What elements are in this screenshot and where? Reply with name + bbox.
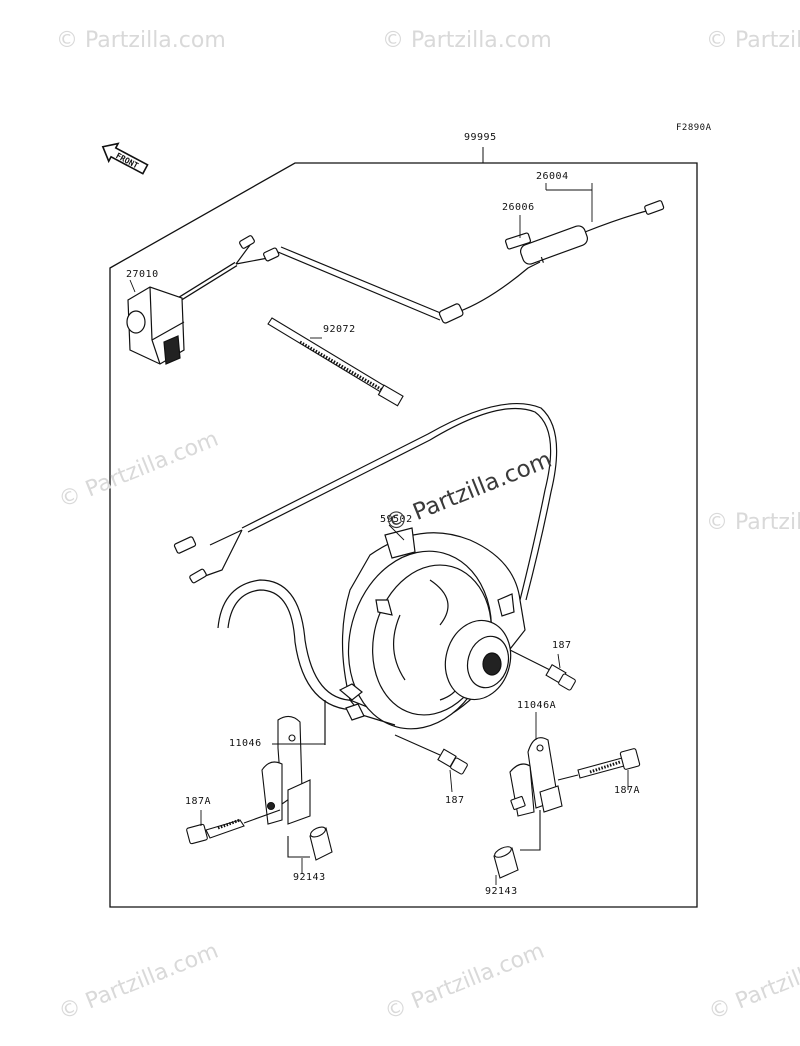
collar-left (287, 826, 333, 861)
part-label-switch: 27010 (126, 269, 159, 280)
part-label-band: 92072 (323, 324, 356, 335)
kit-boundary (109, 162, 698, 908)
watermark: © Partzilla.com (382, 28, 552, 53)
part-label-bolt-a-left: 187A (185, 796, 212, 807)
part-label-collar-left: 92143 (293, 872, 326, 883)
part-label-bracket-right: 11046A (517, 700, 557, 711)
part-label-collar-right: 92143 (485, 886, 518, 897)
part-label-kit: 99995 (464, 132, 497, 143)
bracket-right (509, 737, 563, 817)
diagram-code: F2890A (676, 123, 712, 133)
part-label-fan: 59502 (380, 514, 413, 525)
bracket-left (261, 715, 311, 825)
collar-right (493, 810, 541, 879)
switch-assembly (126, 235, 280, 365)
part-label-bracket-left: 11046 (229, 738, 262, 749)
band-part (267, 317, 404, 407)
part-label-bolt-a-right: 187A (614, 785, 641, 796)
harness-assembly (438, 200, 665, 324)
watermark: © Partzilla.com (706, 510, 800, 535)
part-label-bolt-right: 187 (552, 640, 572, 651)
switch-wire (277, 246, 444, 321)
front-arrow-icon: FRONT (101, 142, 149, 175)
part-label-harness: 26004 (536, 171, 569, 182)
bolt-187-right (509, 649, 576, 691)
fan-assembly (338, 527, 526, 730)
watermark: © Partzilla.com (706, 28, 800, 53)
part-label-fuse: 26006 (502, 202, 535, 213)
part-label-bolt-center: 187 (445, 795, 465, 806)
fan-wiring (173, 403, 558, 745)
leader-lines (129, 183, 629, 885)
bolt-187a-right (557, 748, 641, 781)
bolt-187-center (394, 734, 468, 775)
watermark: © Partzilla.com (56, 28, 226, 53)
bolt-187a-left (186, 809, 281, 845)
